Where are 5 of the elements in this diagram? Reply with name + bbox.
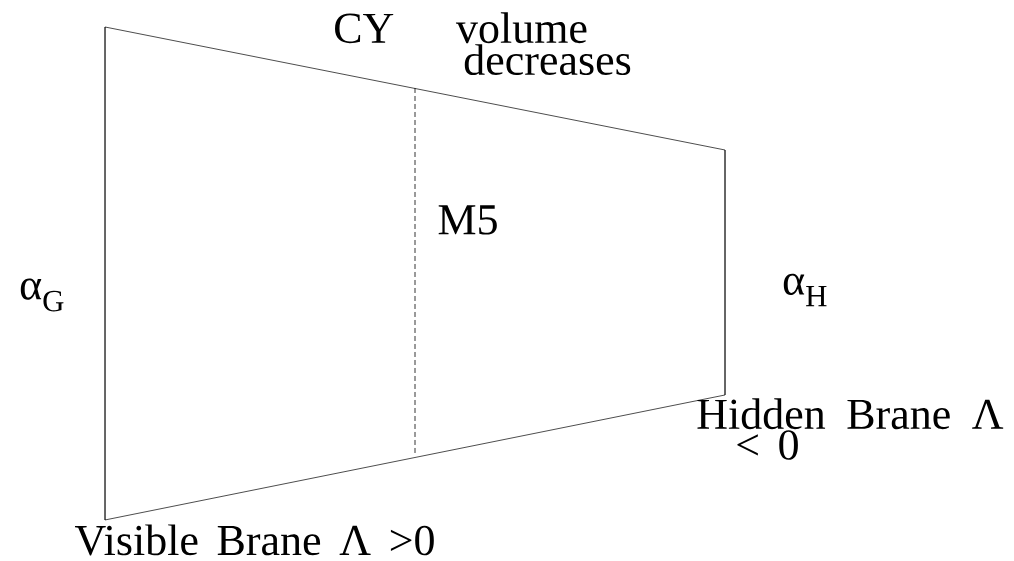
brane-label: M5 — [438, 205, 497, 235]
coupling-label: α$_{H}$ — [783, 273, 827, 307]
brane-label: Visible Brane Λ >0 — [75, 524, 434, 556]
coupling-label: α$_{G}$ — [20, 278, 64, 312]
brane-label: Hidden Brane Λ < 0 — [697, 398, 1004, 460]
